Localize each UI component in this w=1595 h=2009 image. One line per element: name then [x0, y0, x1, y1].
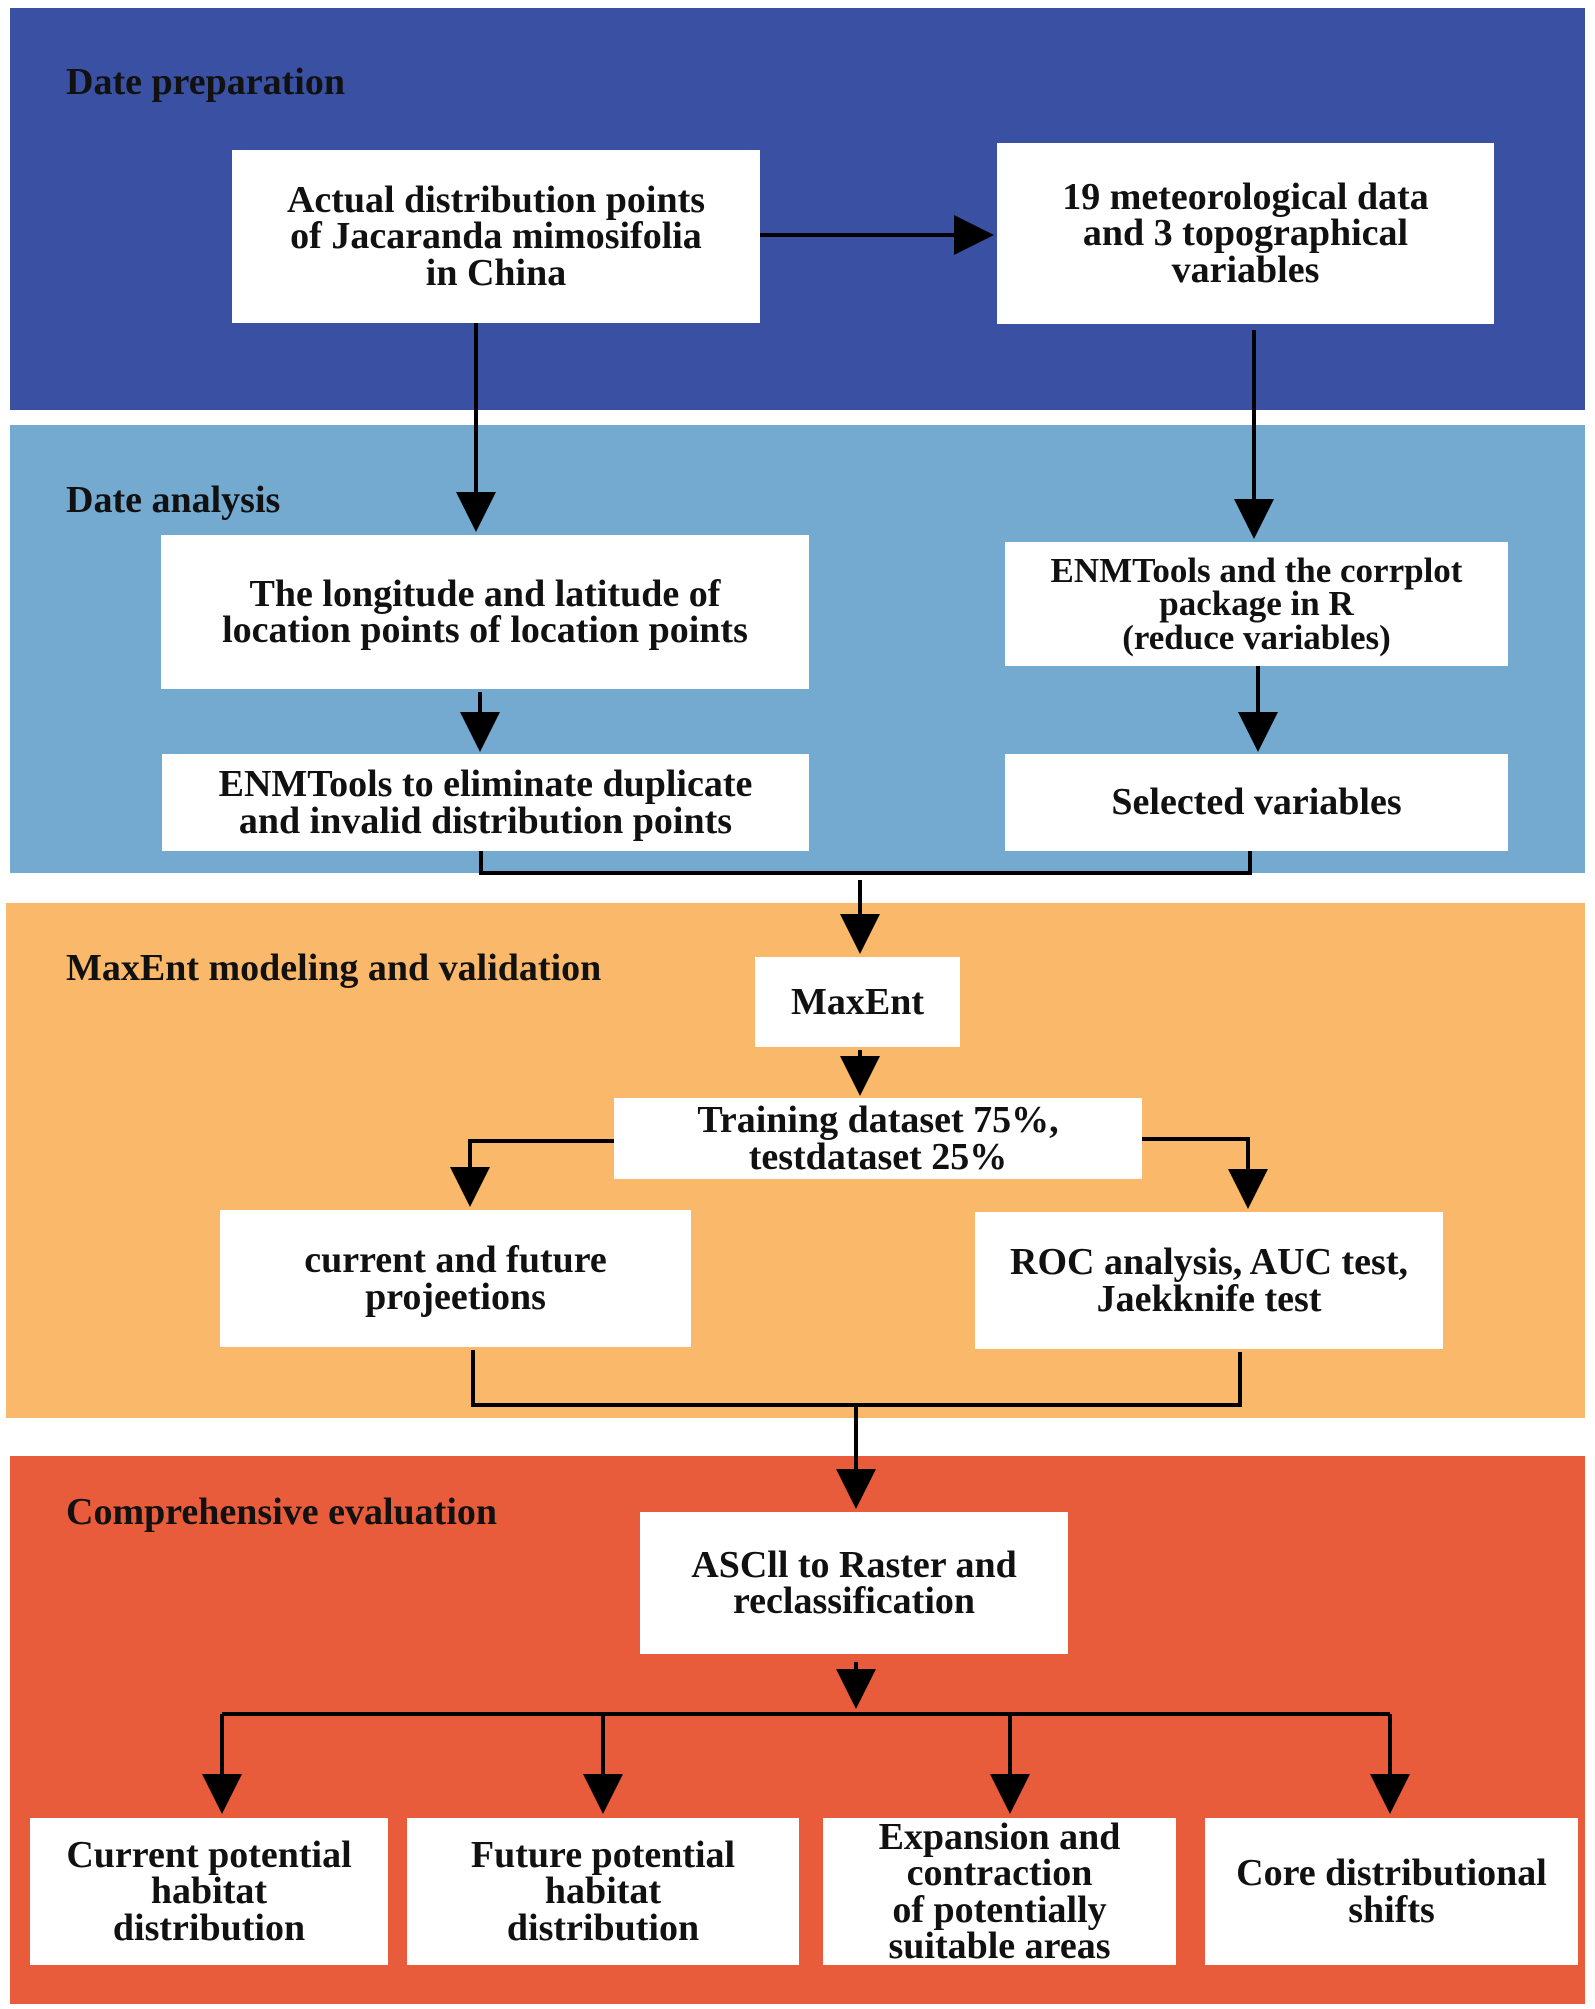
- connector-model-merge: [471, 1350, 1242, 1407]
- text-line: Selected variables: [1111, 781, 1402, 824]
- text-line: projeetions: [365, 1275, 546, 1318]
- text-line: and 3 topographical: [1082, 212, 1409, 255]
- text-line: and invalid distribution points: [238, 799, 733, 842]
- arrow-training-to-roc: [1142, 1137, 1268, 1209]
- text-line: Training dataset 75%,: [697, 1099, 1059, 1142]
- text-line: habitat: [544, 1870, 662, 1913]
- box-roc-analysis: ROC analysis, AUC test,Jaekknife test: [975, 1212, 1443, 1349]
- connector-analysis-merge: [479, 851, 1252, 875]
- text-line: ENMTools to eliminate duplicate: [218, 763, 753, 806]
- text-line: current and future: [304, 1239, 607, 1282]
- text-line: Current potential: [66, 1834, 352, 1877]
- text-line: in China: [425, 251, 567, 294]
- arrow-training-to-projections: [450, 1139, 614, 1207]
- text-line: ASCll to Raster and: [691, 1543, 1017, 1586]
- text-line: variables: [1171, 248, 1320, 291]
- text-line: Jaekknife test: [1096, 1277, 1322, 1320]
- text-line: MaxEnt: [791, 980, 924, 1023]
- text-line: reclassification: [732, 1580, 976, 1622]
- text-line: ROC analysis, AUC test,: [1010, 1241, 1408, 1284]
- text-line: (reduce variables): [1122, 617, 1391, 657]
- text-line: Actual distribution points: [286, 179, 706, 222]
- text-line: distribution: [506, 1906, 700, 1949]
- text-line: distribution: [112, 1906, 306, 1949]
- box-maxent: MaxEnt: [755, 957, 960, 1047]
- text-line: Core distributional: [1236, 1852, 1547, 1895]
- text-line: of Jacaranda mimosifolia: [290, 215, 702, 258]
- text-line: package in R: [1159, 584, 1354, 624]
- text-line: 19 meteorological data: [1062, 176, 1429, 219]
- text-line: of potentially: [892, 1888, 1107, 1931]
- box-training-dataset: Training dataset 75%,testdataset 25%: [614, 1098, 1142, 1179]
- text-line: suitable areas: [888, 1924, 1111, 1967]
- section-title-preparation: Date preparation: [66, 61, 345, 103]
- text-line: location points of location points: [222, 609, 748, 651]
- section-title-evaluation: Comprehensive evaluation: [66, 1491, 498, 1533]
- text-line: testdataset 25%: [748, 1135, 1008, 1178]
- text-line: The longitude and latitude of: [249, 572, 721, 615]
- text-line: habitat: [150, 1870, 268, 1913]
- section-title-analysis: Date analysis: [66, 479, 281, 521]
- text-line: contraction: [906, 1852, 1093, 1895]
- text-line: Expansion and: [878, 1816, 1121, 1859]
- section-title-modeling: MaxEnt modeling and validation: [66, 947, 602, 989]
- text-line: ENMTools and the corrplot: [1050, 551, 1463, 591]
- text-line: shifts: [1348, 1888, 1435, 1931]
- box-selected-variables: Selected variables: [1005, 754, 1508, 851]
- text-line: Future potential: [470, 1834, 736, 1877]
